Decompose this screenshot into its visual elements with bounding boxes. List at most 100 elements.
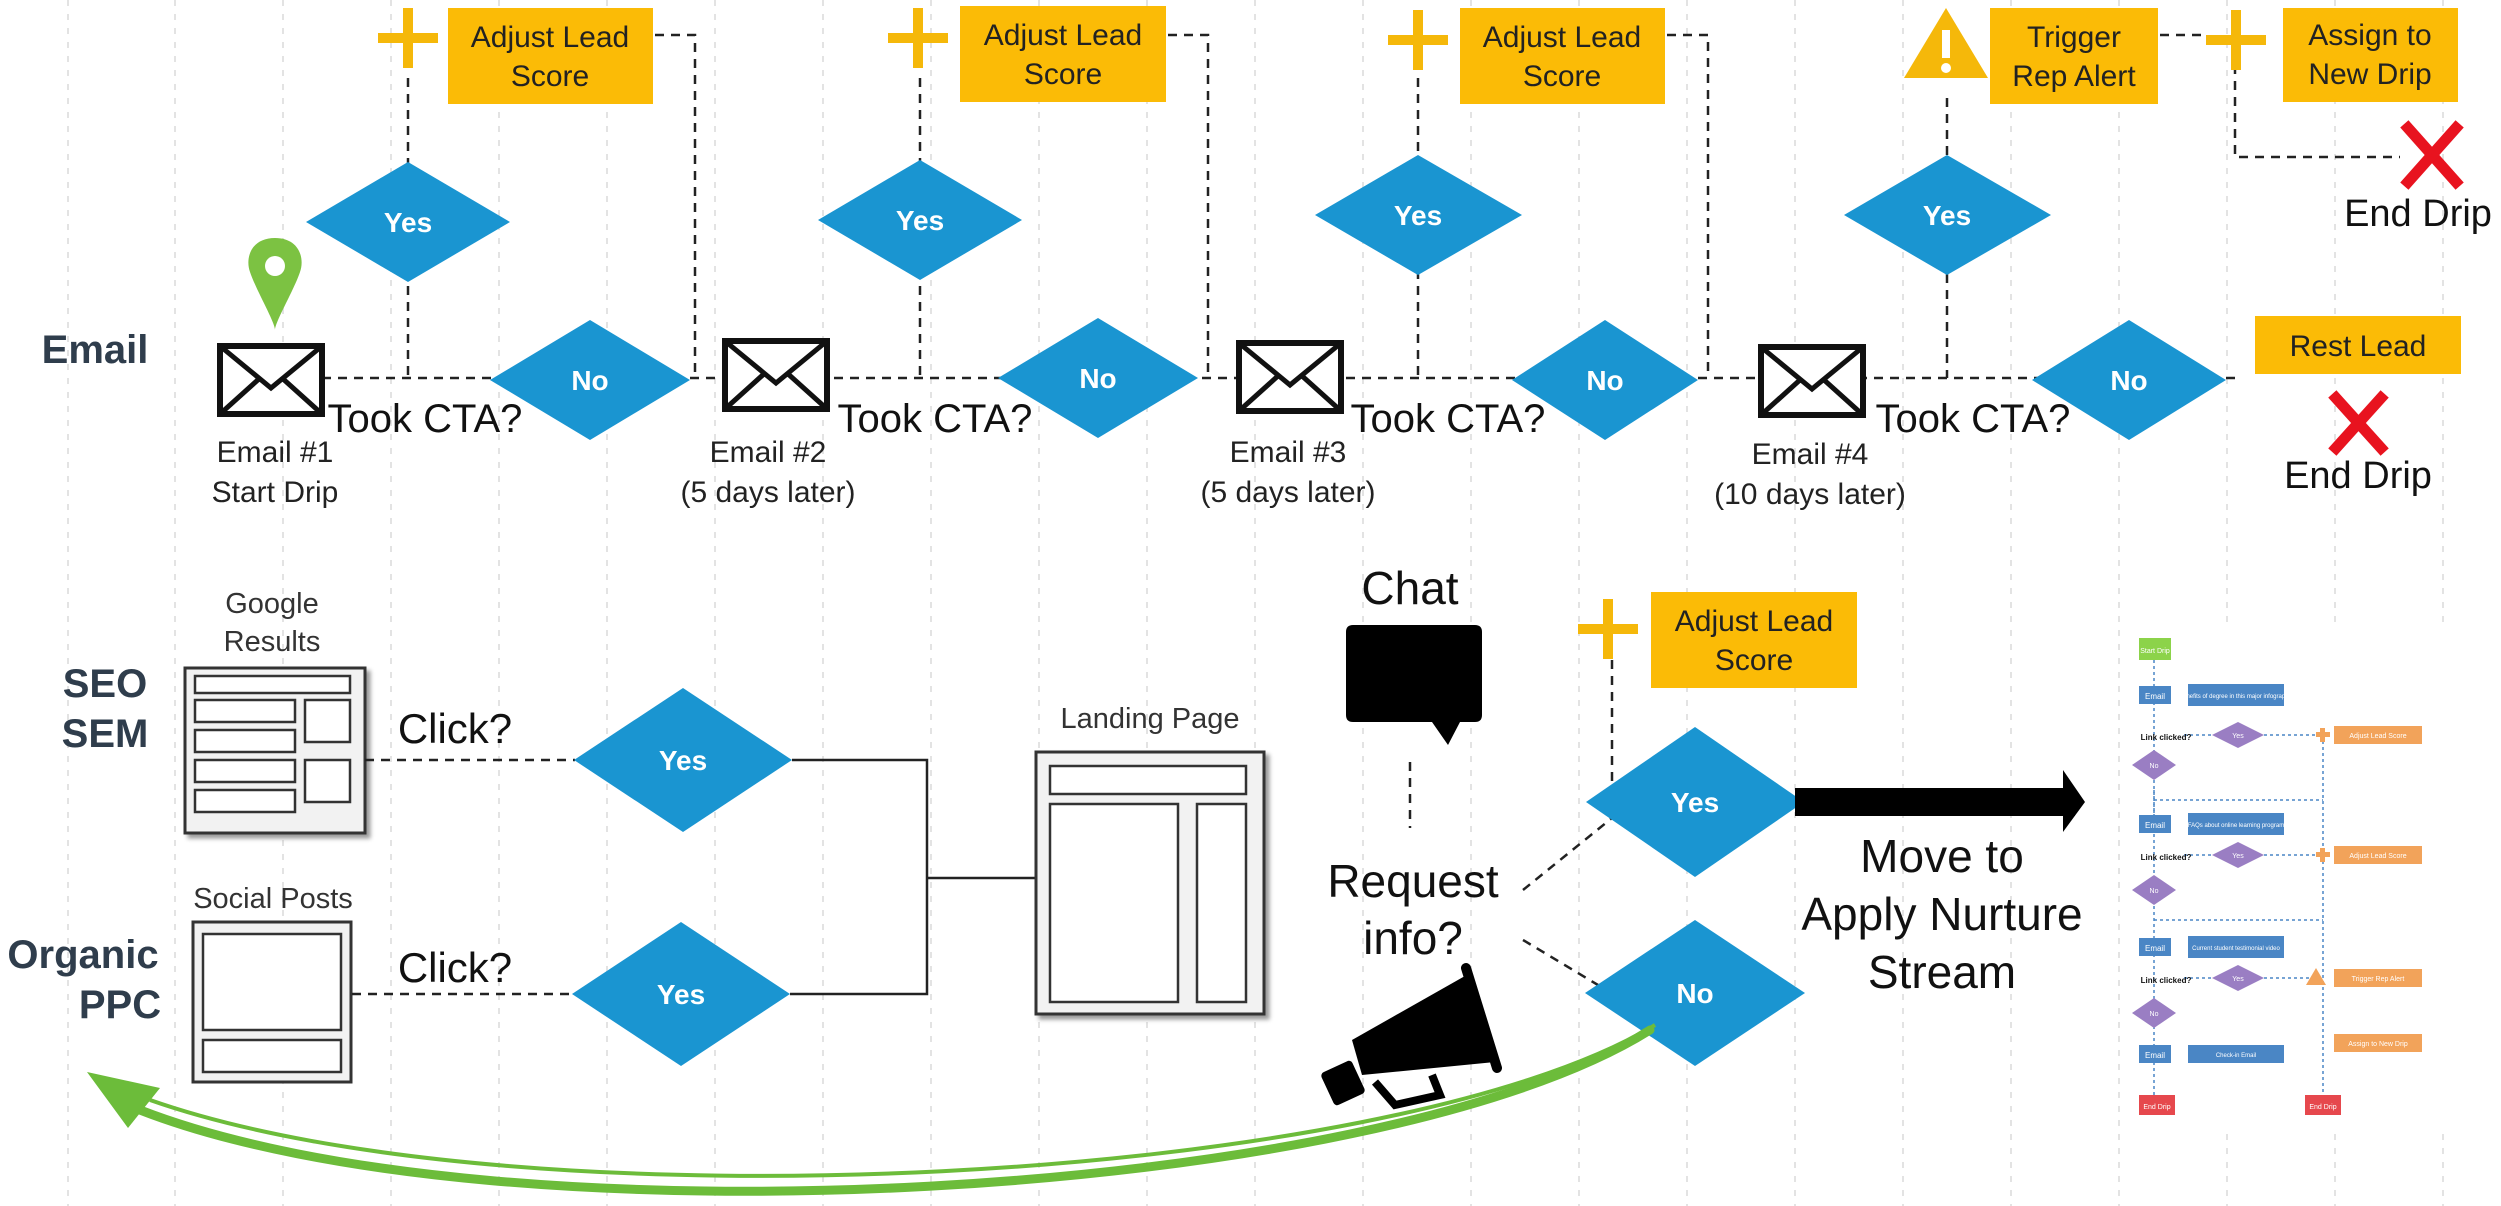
adjust-lead-score-box-1: Adjust Lead Score: [448, 8, 653, 104]
plus-icon: [2206, 10, 2266, 70]
svg-text:Yes: Yes: [659, 745, 707, 776]
connector: [1667, 33, 1710, 378]
x-icon: [2400, 120, 2464, 190]
move-to-label-2: Apply Nurture: [1801, 888, 2082, 940]
megaphone-icon: [1321, 963, 1502, 1110]
svg-text:Rep Alert: Rep Alert: [2012, 60, 2136, 93]
thumbnail-content-label: FAQs about online learning program: [2188, 823, 2284, 829]
svg-text:Assign to: Assign to: [2308, 19, 2431, 52]
no-diamond-2: No: [998, 318, 1198, 438]
assign-new-drip-box: Assign to New Drip: [2283, 8, 2458, 102]
no-diamond-1: No: [490, 320, 690, 440]
click-yes-diamond-2: Yes: [572, 922, 790, 1066]
click-question-label-2: Click?: [398, 944, 512, 991]
email-2-title: Email #2: [710, 436, 827, 469]
thumbnail-end-drip-left: [2139, 1095, 2175, 1115]
thumbnail-action: [2334, 846, 2422, 864]
thumbnail-content: [2188, 936, 2284, 958]
thumbnail-email-label: Email: [2145, 821, 2165, 830]
thumbnail-start-label: Start Drip: [2140, 648, 2170, 655]
request-info-label-1: Request: [1327, 855, 1499, 907]
chat-bubble-icon: [1346, 625, 1482, 745]
google-results-label-2: Results: [224, 626, 321, 658]
thumbnail-action: [2334, 1034, 2422, 1052]
thumbnail-question: Link clicked?: [2141, 733, 2192, 742]
thumbnail-action-label: Assign to New Drip: [2348, 1041, 2408, 1048]
no-diamond-4: No: [2032, 320, 2226, 440]
thumbnail-email: [2139, 686, 2171, 704]
thumbnail-content: [2188, 684, 2284, 706]
svg-text:Yes: Yes: [1923, 200, 1971, 231]
email-flow: Yes Yes Yes Yes No No No No: [212, 6, 2492, 511]
location-pin-icon: [248, 238, 302, 330]
thumbnail-email: [2139, 1045, 2171, 1063]
svg-text:Yes: Yes: [896, 205, 944, 236]
took-cta-label-2: Took CTA?: [838, 397, 1033, 441]
thumbnail-content: [2188, 1045, 2284, 1063]
thumbnail-action-label: Trigger Rep Alert: [2352, 976, 2405, 983]
flowchart-thumbnail: Start Drip Email Benefits of degree in t…: [2130, 622, 2470, 1127]
svg-text:Yes: Yes: [1394, 200, 1442, 231]
move-to-label-3: Stream: [1868, 946, 2016, 998]
thumbnail-yes-label: Yes: [2232, 733, 2244, 740]
plus-icon: [1388, 10, 1448, 70]
thumbnail-no-label: No: [2150, 763, 2159, 770]
svg-text:Score: Score: [1523, 60, 1601, 93]
thumbnail-yes-diamond: [2212, 965, 2264, 991]
thumbnail-plus-icon: [2316, 848, 2330, 862]
plus-icon: [888, 8, 948, 68]
thumbnail-action-label: Adjust Lead Score: [2349, 733, 2406, 740]
email-1-title: Email #1: [217, 436, 334, 469]
thumbnail-email-label: Email: [2145, 692, 2165, 701]
right-arrow-icon: [1795, 770, 2085, 832]
took-cta-label-3: Took CTA?: [1351, 397, 1546, 441]
adjust-lead-score-box-4: Adjust Lead Score: [1651, 592, 1857, 688]
connector: [655, 33, 697, 378]
request-yes-diamond: Yes: [1586, 727, 1804, 877]
return-arrow-icon: [87, 1023, 1657, 1196]
svg-text:Rest Lead: Rest Lead: [2290, 330, 2427, 363]
took-cta-label-4: Took CTA?: [1876, 397, 2071, 441]
x-icon: [2328, 390, 2389, 456]
thumbnail-question: Link clicked?: [2141, 853, 2192, 862]
chat-label: Chat: [1361, 562, 1458, 614]
thumbnail-email-label: Email: [2145, 1051, 2165, 1060]
thumbnail-action: [2334, 969, 2422, 987]
no-diamond-3: No: [1512, 320, 1698, 440]
thumbnail-no-diamond: [2132, 750, 2176, 780]
click-question-label-1: Click?: [398, 705, 512, 752]
plus-icon: [1578, 599, 1638, 659]
svg-text:Yes: Yes: [657, 979, 705, 1010]
yes-diamond-4: Yes: [1844, 155, 2051, 275]
yes-diamond-1: Yes: [306, 162, 510, 282]
end-drip-label-1: End Drip: [2344, 193, 2492, 235]
connector: [1522, 817, 1613, 891]
thumbnail-end-drip-right: [2305, 1095, 2341, 1115]
svg-text:Score: Score: [511, 60, 589, 93]
thumbnail-no-diamond: [2132, 875, 2176, 905]
move-to-label-1: Move to: [1860, 830, 2024, 882]
envelope-icon: [1758, 344, 1866, 418]
svg-text:Adjust Lead: Adjust Lead: [1483, 21, 1641, 54]
thumbnail-yes-diamond: [2212, 722, 2264, 748]
email-4-timing: (10 days later): [1714, 478, 1906, 511]
acquisition-flow: Google Results Social Posts Click? Click…: [87, 562, 2085, 1196]
thumbnail-content-label: Benefits of degree in this major infogra…: [2179, 694, 2293, 700]
connector: [1168, 33, 1210, 378]
request-no-diamond: No: [1585, 920, 1805, 1066]
lane-label-seo: SEO: [63, 662, 147, 706]
svg-text:No: No: [571, 365, 608, 396]
search-results-icon: [183, 666, 367, 835]
svg-text:Adjust Lead: Adjust Lead: [984, 19, 1142, 52]
adjust-lead-score-box-2: Adjust Lead Score: [960, 6, 1166, 102]
thumbnail-email-label: Email: [2145, 944, 2165, 953]
svg-text:Score: Score: [1715, 644, 1793, 677]
thumbnail-content: [2188, 813, 2284, 835]
svg-text:No: No: [1079, 363, 1116, 394]
thumbnail-plus-icon: [2316, 728, 2330, 742]
thumbnail-email: [2139, 938, 2171, 956]
click-yes-diamond-1: Yes: [574, 688, 792, 832]
svg-text:New Drip: New Drip: [2308, 58, 2431, 91]
lane-label-email: Email: [42, 328, 149, 372]
